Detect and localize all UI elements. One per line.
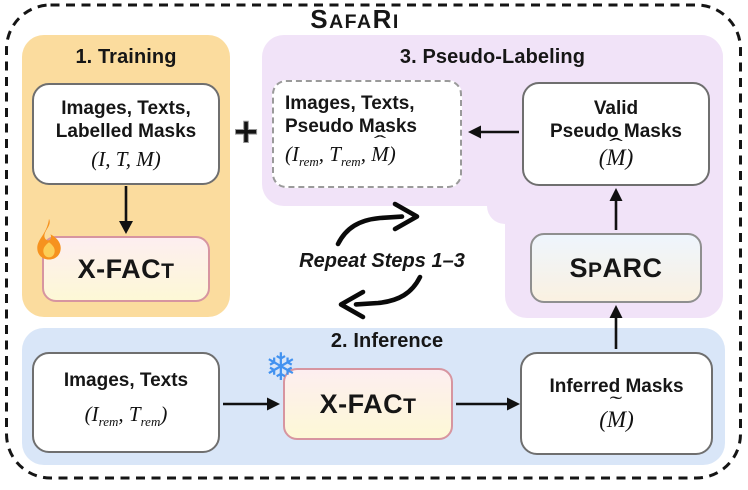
valid-box-line1: Valid <box>593 98 639 119</box>
pseudo-data-line2: Pseudo Masks <box>285 116 417 138</box>
pseudo-panel-concave-corner <box>487 206 505 224</box>
hat-accent: ˆ <box>609 135 623 157</box>
inferred-masks-math: (M˜) <box>599 395 634 433</box>
math-subscript: rem <box>140 414 161 430</box>
math-token: , <box>360 142 372 167</box>
plus-operator: + <box>233 108 259 156</box>
sparc-main: ARC <box>602 252 663 283</box>
images-texts-line1: Images, Texts <box>63 370 189 392</box>
math-token: ) <box>160 402 168 427</box>
snowflake-icon: ❄ <box>265 345 297 389</box>
images-texts-box: Images, Texts (Irem, Trem) <box>32 352 220 453</box>
model-name-main: X-FAC <box>319 388 404 419</box>
model-name-small: T <box>403 394 417 418</box>
repeat-steps-label: Repeat Steps 1–3 <box>299 250 465 272</box>
title-part: I <box>392 11 400 33</box>
pseudo-data-box: Images, Texts, Pseudo Masks (Irem, Trem,… <box>272 80 462 188</box>
math-token: I <box>292 142 299 167</box>
title-part: AFA <box>329 11 373 33</box>
images-texts-math: (Irem, Trem) <box>85 401 168 435</box>
pseudo-data-line1: Images, Texts, <box>285 93 415 115</box>
fire-icon <box>37 218 61 260</box>
xfact-inference-label: X-FACT <box>320 389 417 420</box>
tilde-accent: ˜ <box>610 393 623 415</box>
math-m-tilde: M˜ <box>607 395 626 433</box>
cycle-arrow-top <box>335 201 420 247</box>
training-step-title: 1. Training <box>75 46 177 68</box>
math-token: ) <box>388 142 396 167</box>
math-token: ) <box>625 145 634 170</box>
math-token: I <box>91 402 99 427</box>
model-name-main: X-FAC <box>77 253 162 284</box>
labelled-data-math: (I, T, M) <box>91 146 161 171</box>
math-token: ( <box>599 406 607 432</box>
diagram-title: SAFARI <box>310 4 400 35</box>
labelled-data-line1: Images, Texts, <box>61 97 191 119</box>
hat-accent: ˆ <box>373 131 387 152</box>
title-part: S <box>310 4 330 34</box>
math-subscript: rem <box>98 414 119 430</box>
sparc-main: S <box>569 252 588 283</box>
xfact-inference-box: X-FACT <box>283 368 453 440</box>
math-token: ) <box>626 406 634 432</box>
math-token: T <box>329 142 341 167</box>
math-token: , <box>318 142 330 167</box>
sparc-label: SPARC <box>569 253 662 284</box>
model-name-small: T <box>161 259 175 283</box>
title-part: R <box>372 4 393 34</box>
math-token: T <box>128 402 141 427</box>
math-token: ( <box>285 142 292 167</box>
cycle-arrow-bottom <box>338 274 423 320</box>
math-subscript: rem <box>340 154 361 170</box>
inferred-masks-box: Inferred Masks (M˜) <box>520 352 713 455</box>
math-token: ( <box>84 402 92 427</box>
labelled-data-line2: Labelled Masks <box>55 120 197 142</box>
math-subscript: rem <box>299 154 319 170</box>
sparc-small: P <box>588 258 603 282</box>
math-token: , <box>118 402 129 427</box>
sparc-box: SPARC <box>530 233 702 303</box>
xfact-training-label: X-FACT <box>78 254 175 285</box>
labelled-data-box: Images, Texts, Labelled Masks (I, T, M) <box>32 83 220 185</box>
pseudo-labeling-step-title: 3. Pseudo-Labeling <box>399 46 586 68</box>
inference-step-title: 2. Inference <box>330 330 444 352</box>
